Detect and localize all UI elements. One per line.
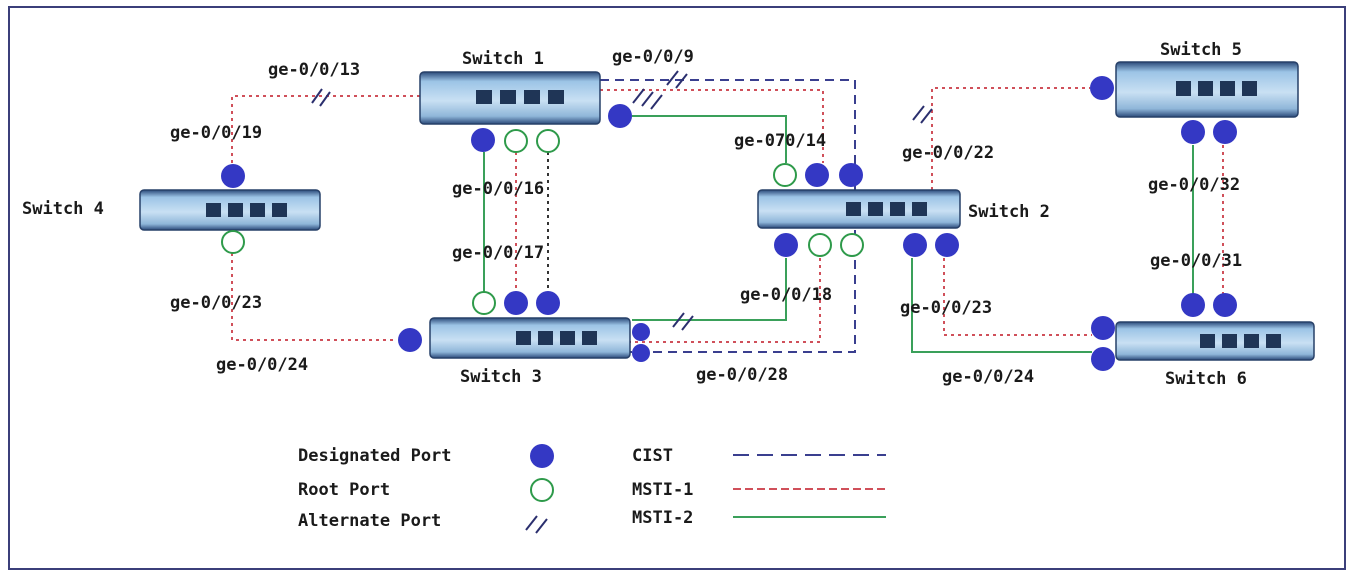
root-port-icon	[840, 233, 864, 257]
root-port-icon	[536, 129, 560, 153]
port-label-ge-0-0-32: ge-0/0/32	[1148, 175, 1240, 195]
root-port-icon	[530, 478, 554, 502]
msti2-links	[483, 115, 1194, 353]
alternate-port-icon	[672, 312, 694, 331]
port-label-ge-0-0-24-right: ge-0/0/24	[942, 367, 1034, 387]
root-port-icon	[504, 129, 528, 153]
designated-port-icon	[1213, 120, 1237, 144]
msti2-link-s2-s3	[632, 258, 787, 321]
designated-port-icon	[608, 104, 632, 128]
legend-root-label: Root Port	[298, 480, 390, 500]
alternate-markers	[311, 70, 933, 331]
msti1-link-s4-s3	[231, 253, 395, 341]
alternate-port-icon	[666, 70, 688, 89]
switch-3-label: Switch 3	[460, 367, 542, 387]
legend: Designated Port Root Port Alternate Port…	[298, 444, 886, 534]
switch-6-label: Switch 6	[1165, 369, 1247, 389]
designated-port-icon	[1181, 293, 1205, 317]
port-label-ge-0-0-28: ge-0/0/28	[696, 365, 788, 385]
port-label-ge-0-0-17: ge-0/0/17	[452, 243, 544, 263]
switch-3[interactable]	[429, 317, 631, 359]
switch-6[interactable]	[1115, 321, 1315, 361]
links	[231, 79, 1224, 353]
designated-port-icon	[530, 444, 554, 468]
designated-port-icon	[471, 128, 495, 152]
designated-port-icon	[1090, 76, 1114, 100]
designated-port-icon	[398, 328, 422, 352]
designated-port-icon	[903, 233, 927, 257]
switch-2[interactable]	[757, 189, 961, 229]
alternate-port-icon	[311, 88, 331, 107]
designated-port-icon	[1213, 293, 1237, 317]
switch-5-label: Switch 5	[1160, 40, 1242, 60]
switch-2-label: Switch 2	[968, 202, 1050, 222]
designated-port-icon	[536, 291, 560, 315]
designated-port-icon	[839, 163, 863, 187]
designated-ports	[221, 76, 1237, 371]
switch-5[interactable]	[1115, 61, 1299, 118]
legend-cist-label: CIST	[632, 446, 673, 466]
port-label-ge-0-0-19: ge-0/0/19	[170, 123, 262, 143]
legend-designated-label: Designated Port	[298, 446, 452, 466]
port-label-ge-0-0-23-right: ge-0/0/23	[900, 298, 992, 318]
switch-1-label: Switch 1	[462, 49, 544, 69]
msti1-link-s2-s6	[943, 258, 1092, 336]
labels: Switch 1 Switch 2 Switch 3 Switch 4 Swit…	[22, 40, 1247, 389]
alternate-port-icon	[912, 105, 933, 124]
port-label-ge-0-0-14: ge-070/14	[734, 131, 826, 151]
port-label-ge-0-0-9: ge-0/0/9	[612, 47, 694, 67]
switch-1[interactable]	[419, 71, 601, 125]
legend-msti1-label: MSTI-1	[632, 480, 693, 500]
port-label-ge-0-0-22: ge-0/0/22	[902, 143, 994, 163]
port-label-ge-0-0-18: ge-0/0/18	[740, 285, 832, 305]
root-port-icon	[221, 230, 245, 254]
switch-4-label: Switch 4	[22, 199, 104, 219]
designated-port-icon	[632, 323, 650, 341]
designated-port-icon	[805, 163, 829, 187]
msti1-links	[231, 87, 1224, 343]
designated-port-icon	[504, 291, 528, 315]
port-label-ge-0-0-24-left: ge-0/0/24	[216, 355, 308, 375]
designated-port-icon	[1091, 316, 1115, 340]
port-label-ge-0-0-13: ge-0/0/13	[268, 60, 360, 80]
root-port-icon	[808, 233, 832, 257]
msti1-link-s4-s1	[231, 95, 420, 163]
port-label-ge-0-0-23-left: ge-0/0/23	[170, 293, 262, 313]
root-port-icon	[773, 163, 797, 187]
designated-port-icon	[935, 233, 959, 257]
designated-port-icon	[774, 233, 798, 257]
root-port-icon	[472, 291, 496, 315]
legend-msti2-label: MSTI-2	[632, 508, 693, 528]
legend-alternate-label: Alternate Port	[298, 511, 441, 531]
designated-port-icon	[632, 344, 650, 362]
msti1-link-s2-s3	[630, 258, 821, 343]
alternate-port-icon	[525, 515, 548, 534]
msti2-link-s1-s2	[632, 115, 787, 163]
designated-port-icon	[1091, 347, 1115, 371]
designated-port-icon	[1181, 120, 1205, 144]
switch-4[interactable]	[139, 189, 321, 231]
msti2-link-s2-s6	[911, 258, 1092, 353]
port-label-ge-0-0-31: ge-0/0/31	[1150, 251, 1242, 271]
root-ports	[221, 129, 864, 315]
designated-port-icon	[221, 164, 245, 188]
alternate-port-icon	[632, 88, 663, 110]
port-label-ge-0-0-16: ge-0/0/16	[452, 179, 544, 199]
